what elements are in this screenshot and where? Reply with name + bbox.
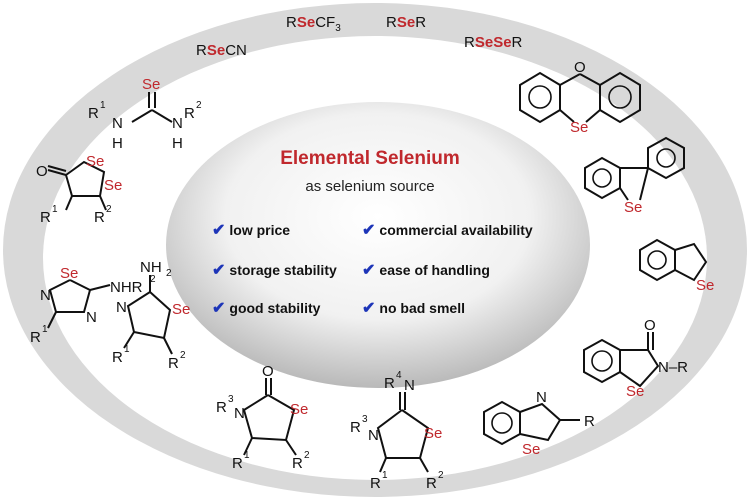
- svg-text:R: R: [370, 475, 381, 492]
- svg-text:N: N: [368, 427, 379, 444]
- formula-rsecn: RSeCN: [196, 42, 247, 59]
- svg-text:N: N: [112, 115, 123, 132]
- check-icon: ✔: [362, 300, 376, 317]
- svg-text:R: R: [232, 455, 243, 472]
- center-ellipse: [166, 102, 590, 388]
- check-icon: ✔: [212, 300, 226, 317]
- svg-text:N: N: [172, 115, 183, 132]
- svg-text:N: N: [86, 309, 97, 326]
- svg-text:O: O: [36, 163, 48, 180]
- svg-text:R: R: [350, 419, 361, 436]
- svg-text:R: R: [292, 455, 303, 472]
- center-subtitle: as selenium source: [305, 178, 435, 195]
- center-title: Elemental Selenium: [280, 148, 460, 169]
- svg-text:R: R: [94, 209, 105, 226]
- svg-text:Se: Se: [424, 425, 442, 442]
- feature-storage-stability: ✔storage stability: [212, 262, 337, 279]
- svg-text:N: N: [116, 299, 127, 316]
- formula-rsecf3: RSeCF3: [286, 14, 341, 34]
- feature-low-price: ✔low price: [212, 222, 291, 239]
- check-icon: ✔: [362, 222, 376, 239]
- svg-text:O: O: [574, 59, 586, 76]
- aromatic-rings: [491, 85, 676, 434]
- svg-text:NHR: NHR: [110, 279, 143, 296]
- svg-text:1: 1: [124, 344, 130, 355]
- check-icon: ✔: [212, 222, 226, 239]
- check-icon: ✔: [362, 262, 376, 279]
- svg-text:Se: Se: [696, 277, 714, 294]
- svg-text:N: N: [536, 389, 547, 406]
- svg-text:H: H: [172, 135, 183, 152]
- svg-text:O: O: [262, 363, 274, 380]
- atom-r1: R: [88, 105, 99, 122]
- svg-text:Se: Se: [172, 301, 190, 318]
- check-icon: ✔: [212, 262, 226, 279]
- svg-text:1: 1: [52, 204, 58, 215]
- svg-text:3: 3: [362, 414, 368, 425]
- feature-commercial-availability: ✔commercial availability: [362, 222, 533, 239]
- svg-text:R: R: [112, 349, 123, 366]
- svg-text:Se: Se: [86, 153, 104, 170]
- formula-rseser: RSeSeR: [464, 34, 523, 51]
- svg-text:2: 2: [166, 268, 172, 279]
- feature-good-stability: ✔good stability: [212, 300, 321, 317]
- svg-text:2: 2: [106, 204, 112, 215]
- svg-text:Se: Se: [522, 441, 540, 458]
- svg-text:R: R: [216, 399, 227, 416]
- svg-text:R: R: [184, 105, 195, 122]
- svg-text:1: 1: [100, 100, 106, 111]
- svg-text:2: 2: [196, 100, 202, 111]
- svg-text:Se: Se: [624, 199, 642, 216]
- svg-text:2: 2: [150, 274, 156, 285]
- svg-text:R: R: [30, 329, 41, 346]
- svg-text:1: 1: [244, 450, 250, 461]
- svg-text:3: 3: [228, 394, 234, 405]
- svg-text:N: N: [234, 405, 245, 422]
- svg-text:2: 2: [438, 470, 444, 481]
- svg-text:4: 4: [396, 370, 402, 381]
- svg-text:R: R: [426, 475, 437, 492]
- svg-text:Se: Se: [60, 265, 78, 282]
- svg-text:Se: Se: [570, 119, 588, 136]
- formula-rser: RSeR: [386, 14, 427, 31]
- atom-se: Se: [142, 76, 160, 93]
- svg-text:1: 1: [382, 470, 388, 481]
- svg-text:2: 2: [304, 450, 310, 461]
- svg-text:R: R: [40, 209, 51, 226]
- svg-text:O: O: [644, 317, 656, 334]
- svg-text:R: R: [168, 355, 179, 372]
- svg-text:1: 1: [42, 324, 48, 335]
- svg-text:Se: Se: [290, 401, 308, 418]
- bonds: [47, 71, 708, 473]
- svg-text:N: N: [404, 377, 415, 394]
- svg-text:R: R: [584, 413, 595, 430]
- svg-text:N–R: N–R: [658, 359, 688, 376]
- svg-text:H: H: [112, 135, 123, 152]
- svg-text:N: N: [40, 287, 51, 304]
- svg-text:2: 2: [180, 350, 186, 361]
- svg-text:Se: Se: [626, 383, 644, 400]
- svg-text:NH: NH: [140, 259, 162, 276]
- feature-ease-of-handling: ✔ease of handling: [362, 262, 490, 279]
- feature-no-bad-smell: ✔no bad smell: [362, 300, 465, 317]
- atom-labels: Se R 1 N H N H R 2 O Se Se R 1 R 2 Se N …: [30, 59, 714, 492]
- svg-text:Se: Se: [104, 177, 122, 194]
- svg-text:R: R: [384, 375, 395, 392]
